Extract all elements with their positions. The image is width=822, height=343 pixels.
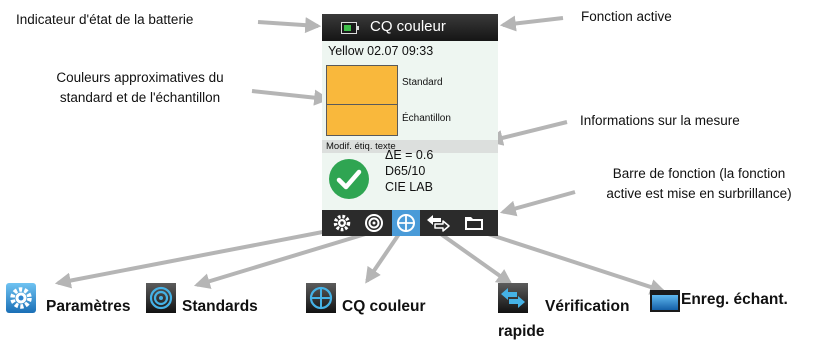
standards-icon [365, 214, 383, 232]
arrow-battery [257, 17, 322, 34]
arrow-settings [54, 228, 334, 289]
edit-text-label: Modif. étiq. texte [326, 141, 396, 152]
arrow-save-sample [481, 230, 667, 295]
color-space: CIE LAB [385, 180, 433, 194]
function-bar [322, 210, 498, 236]
arrow-colors [251, 89, 331, 106]
standards-legend-icon [146, 283, 176, 313]
arrow-function-bar [499, 190, 576, 217]
edit-text-button[interactable]: Modif. étiq. texte [322, 140, 498, 153]
callout-function-bar-line2: active est mise en surbrillance) [606, 186, 792, 201]
qc-color-legend-icon [306, 283, 336, 313]
callout-colors-line1: Couleurs approximatives du [56, 70, 224, 85]
active-function-title: CQ couleur [370, 18, 446, 35]
callout-function-bar-line1: Barre de fonction (la fonction [612, 166, 786, 181]
arrow-qc-color [365, 232, 401, 284]
callout-measurement-info: Informations sur la mesure [580, 113, 740, 128]
settings-label: Paramètres [46, 298, 131, 315]
standards-button[interactable] [360, 210, 388, 236]
sample-swatch [326, 104, 398, 136]
arrow-standards [193, 230, 373, 289]
delta-e-value: ΔE = 0.6 [385, 148, 434, 162]
battery-icon [341, 22, 359, 34]
arrow-active-function [499, 15, 564, 32]
sample-name: Yellow 02.07 09:33 [328, 44, 434, 58]
qc-color-icon [397, 214, 415, 232]
arrow-measurement-info [486, 120, 568, 146]
quick-check-label-line2: rapide [498, 323, 545, 340]
callout-active-function: Fonction active [581, 9, 672, 24]
quick-check-icon [427, 215, 450, 232]
standard-swatch [326, 65, 398, 106]
save-sample-icon [465, 217, 483, 230]
callout-colors-line2: standard et de l'échantillon [59, 90, 221, 105]
quick-check-label-line1: Vérification [545, 298, 630, 315]
settings-legend-icon [6, 283, 36, 313]
qc-color-button[interactable] [392, 210, 420, 236]
settings-button[interactable] [328, 210, 356, 236]
illuminant-observer: D65/10 [385, 164, 426, 178]
pass-check-icon [329, 159, 369, 199]
callout-colors: Couleurs approximatives du standard et d… [30, 68, 250, 108]
quick-check-legend-icon [498, 283, 528, 313]
qc-color-label: CQ couleur [342, 298, 426, 315]
device-screen: CQ couleur Yellow 02.07 09:33 Standard É… [322, 14, 498, 236]
save-sample-legend-icon [650, 290, 680, 312]
standard-label: Standard [402, 77, 443, 88]
sample-label: Échantillon [402, 113, 451, 124]
quick-check-button[interactable] [424, 210, 452, 236]
callout-function-bar: Barre de fonction (la fonction active es… [582, 164, 816, 204]
save-sample-label: Enreg. échant. [681, 291, 788, 308]
title-bar: CQ couleur [322, 14, 498, 41]
callout-battery: Indicateur d'état de la batterie [16, 12, 194, 27]
settings-icon [333, 214, 351, 232]
arrow-quick-check [436, 230, 513, 285]
standards-label: Standards [182, 298, 258, 315]
save-sample-button[interactable] [460, 210, 488, 236]
